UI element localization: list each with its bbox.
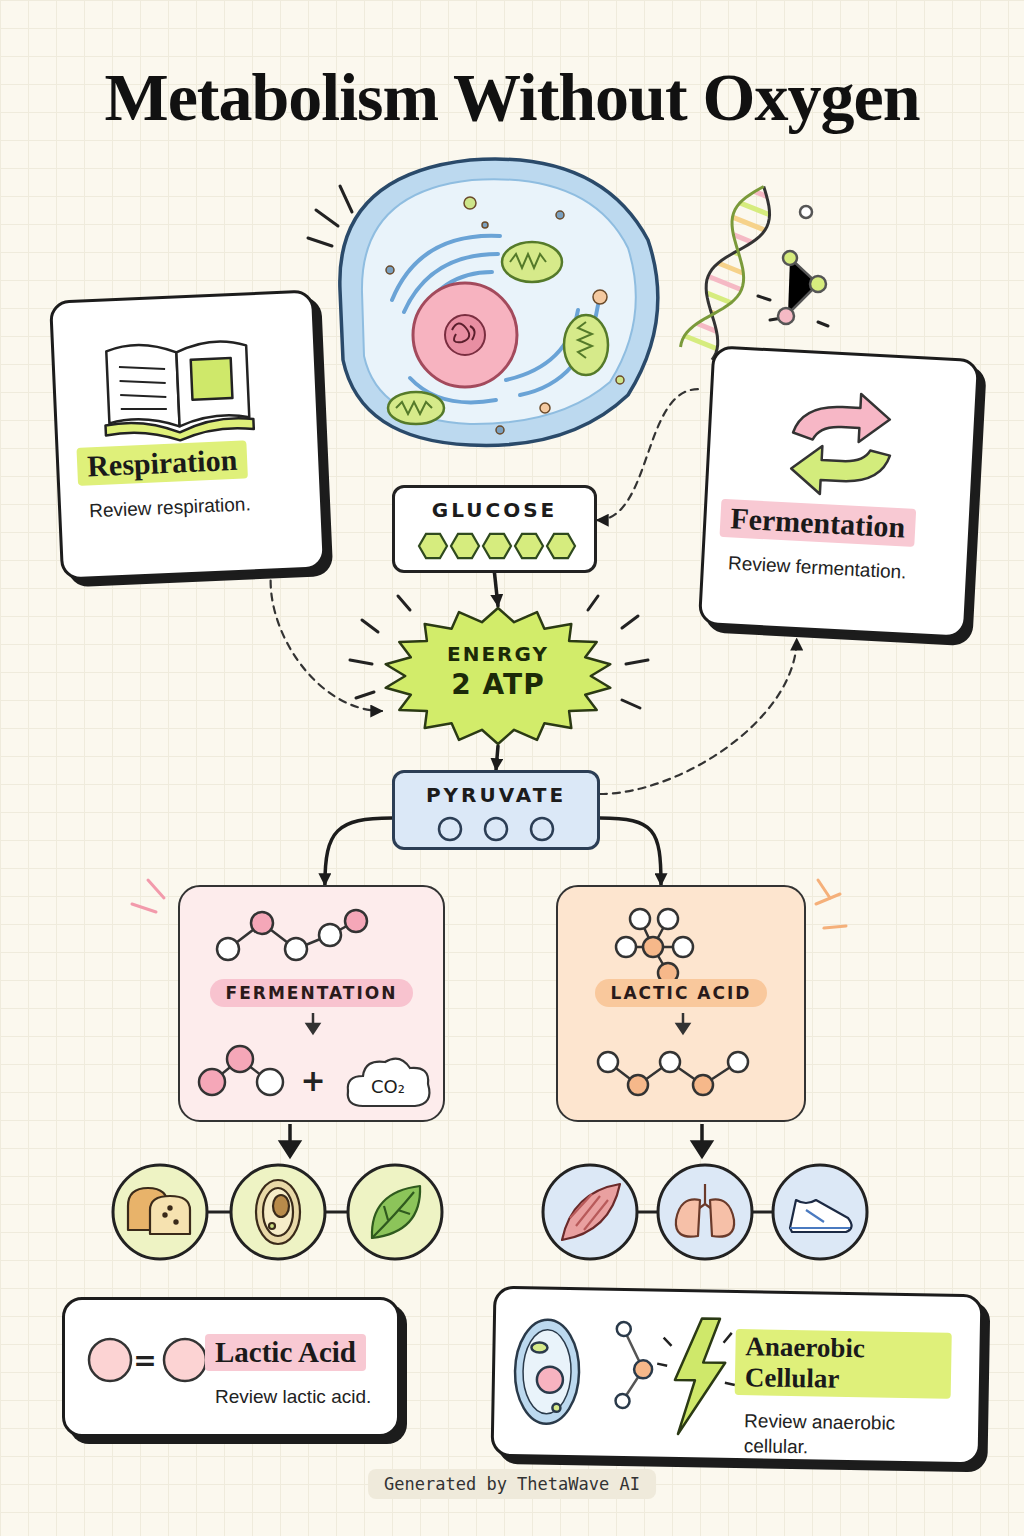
card-heading: Respiration	[76, 440, 247, 485]
energy-burst: ENERGY2 ATP	[382, 606, 614, 746]
dashed-connector	[271, 581, 382, 711]
flow-arrow	[325, 818, 392, 885]
pathway-label: FERMENTATION	[210, 979, 414, 1007]
energy-label: ENERGY	[382, 642, 614, 666]
spark-lines	[308, 186, 828, 326]
process-box: PYRUVATE	[392, 770, 600, 850]
node-icon	[701, 348, 983, 642]
dna-helix	[680, 180, 781, 360]
molecule-label: PYRUVATE	[395, 783, 597, 807]
node-icon	[52, 292, 329, 583]
plus-sign: +	[300, 1063, 325, 1098]
cell	[340, 159, 658, 445]
card-body: Review lactic acid.	[215, 1385, 379, 1410]
process-box: GLUCOSE	[392, 485, 597, 573]
flow-arrow	[496, 746, 498, 770]
review-card: FermentationReview fermentation.	[698, 345, 980, 639]
review-card: Lactic AcidReview lactic acid.	[62, 1297, 400, 1437]
dashed-connector	[597, 389, 698, 520]
dashed-connector	[600, 639, 797, 794]
pathway-panel: LACTIC ACID	[556, 885, 806, 1122]
card-body: Review fermentation.	[727, 551, 948, 587]
molecule-label: GLUCOSE	[395, 498, 594, 522]
review-card: Anaerobic CellularReview anaerobic cellu…	[491, 1286, 984, 1466]
pathway-label: LACTIC ACID	[595, 979, 768, 1007]
flow-arrow	[495, 573, 499, 606]
product-label: CO₂	[371, 1076, 405, 1097]
diagram-title: Metabolism Without Oxygen	[0, 58, 1024, 137]
watermark: Generated by ThetaWave AI	[368, 1469, 656, 1499]
review-card: RespirationReview respiration.	[49, 289, 326, 580]
card-body: Review respiration.	[89, 490, 303, 524]
co2-cloud: CO₂	[343, 1052, 433, 1112]
flow-arrow	[600, 818, 661, 885]
card-heading: Fermentation	[719, 499, 916, 547]
example-row	[113, 1165, 867, 1259]
card-heading: Anaerobic Cellular	[735, 1329, 952, 1399]
molecule	[778, 206, 826, 324]
equals-sign: =	[133, 1344, 156, 1377]
atp-count: 2 ATP	[382, 668, 614, 701]
down-arrows	[281, 1124, 711, 1156]
card-body: Review anaerobic cellular.	[744, 1409, 961, 1462]
card-heading: Lactic Acid	[205, 1334, 366, 1371]
example-icons	[128, 1180, 852, 1244]
